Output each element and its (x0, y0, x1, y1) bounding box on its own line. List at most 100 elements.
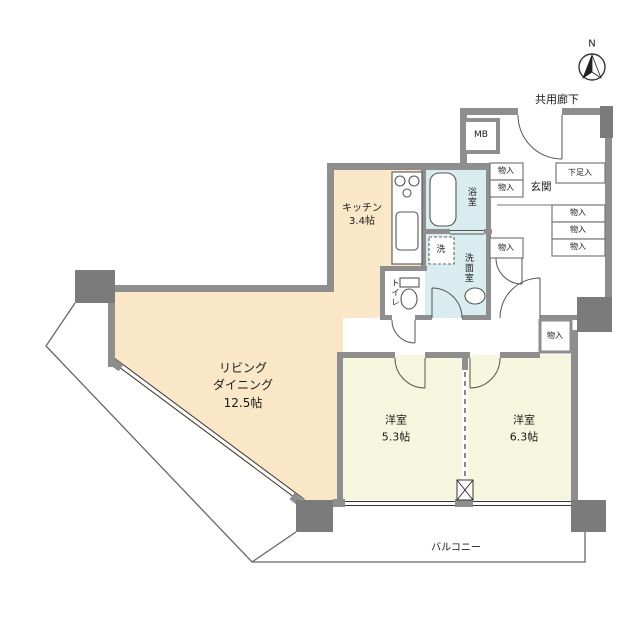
label-storage: 物入 (547, 330, 563, 340)
wall (460, 108, 518, 115)
wall (415, 315, 432, 320)
pillar (571, 500, 606, 532)
wall-stub (455, 499, 473, 507)
wall (380, 266, 385, 320)
label-storage: 物入 (570, 241, 586, 251)
wall (108, 285, 334, 292)
wall (380, 266, 427, 271)
pillar (577, 297, 612, 332)
label-storage: 物入 (498, 182, 514, 192)
label-bedroom-small-name: 洋室 (385, 413, 407, 427)
wall (540, 315, 578, 320)
label-toilet: トイレ (389, 278, 400, 308)
wall (337, 352, 343, 500)
label-meter-box: MB (474, 130, 488, 141)
wall (605, 108, 612, 300)
pillar (75, 270, 115, 303)
fixtures (391, 171, 486, 310)
hall-door-swing (499, 277, 541, 319)
bedroom-small-door-swing (394, 357, 426, 389)
storage-box (489, 179, 524, 198)
wall (108, 285, 115, 367)
window-bottom-bg (333, 500, 571, 507)
pillar (296, 500, 333, 532)
label-storage: 物入 (498, 165, 514, 175)
toilet-tank (399, 277, 420, 288)
wall (571, 330, 578, 502)
wall (425, 352, 470, 358)
window-diagonal-bg (110, 356, 305, 504)
toilet-door-swing (391, 319, 416, 344)
label-living-line2: ダイニング (212, 378, 274, 393)
kitchen-sink (395, 211, 419, 251)
label-storage: 物入 (570, 207, 586, 217)
balcony-divider (251, 531, 297, 563)
bedroom-partition (456, 372, 474, 501)
label-storage: 物入 (498, 242, 514, 252)
window-diagonal-line (113, 357, 305, 500)
pillar (600, 106, 613, 138)
room-bedroom-small-fill (343, 355, 462, 502)
compass-needle-light (591, 54, 602, 80)
label-living-dining: リビング ダイニング 12.5帖 (213, 360, 273, 412)
label-bedroom-large-name: 洋室 (513, 413, 535, 427)
label-common-corridor: 共用廊下 (535, 92, 579, 106)
washing-machine (428, 236, 455, 265)
stove-burner (408, 175, 420, 187)
label-entrance: 玄関 (530, 181, 552, 194)
stove-burner (402, 188, 412, 198)
wall (462, 358, 468, 370)
toilet-bowl (400, 288, 418, 310)
label-balcony: バルコニー (431, 542, 481, 554)
wash-basin (464, 287, 486, 305)
storage-boxes (462, 118, 606, 354)
wall-stub (107, 356, 124, 372)
partition-post-hatch (456, 479, 474, 501)
label-bedroom-small-size: 5.3帖 (381, 430, 411, 443)
wall (337, 352, 395, 358)
entrance-door-swing (517, 114, 563, 160)
wall (562, 108, 612, 115)
label-north: N (588, 38, 596, 50)
label-bedroom-large-size: 6.3帖 (509, 430, 539, 443)
label-bedroom-small: 洋室 5.3帖 (382, 413, 411, 446)
label-kitchen-size: 3.4帖 (349, 216, 375, 227)
wall (421, 166, 426, 270)
wall (380, 315, 392, 320)
shoe-storage-box (555, 162, 606, 184)
wall (425, 229, 450, 234)
doors (391, 114, 605, 389)
label-kitchen: キッチン 3.4帖 (342, 202, 382, 228)
label-living-line1: リビング (218, 360, 268, 375)
washroom-door-swing (431, 287, 463, 319)
storage-box (551, 238, 606, 257)
pillars (75, 106, 613, 532)
windows (110, 356, 571, 507)
compass (578, 53, 606, 81)
room-bedroom-large-fill (468, 355, 571, 502)
wall (462, 315, 491, 320)
label-shoe-storage: 下足入 (568, 167, 592, 177)
wall-stub (333, 499, 345, 507)
label-bedroom-large: 洋室 6.3帖 (510, 413, 539, 446)
label-living-size: 12.5帖 (223, 395, 263, 410)
room-living-fill (111, 266, 383, 503)
balcony-outline (45, 302, 586, 563)
meter-box (462, 118, 500, 154)
stove-burner (394, 175, 406, 187)
label-washroom: 洗面室 (462, 253, 473, 283)
wall (327, 163, 334, 292)
wall (486, 163, 491, 320)
label-kitchen-name: キッチン (342, 203, 382, 214)
label-washer: 洗 (436, 245, 446, 256)
label-bath: 浴室 (465, 187, 476, 207)
wall (500, 352, 540, 358)
storage-box (489, 237, 524, 259)
label-storage: 物入 (570, 224, 586, 234)
storage-door-swing (495, 257, 523, 285)
wall (334, 163, 492, 170)
window-diagonal-line (110, 360, 303, 504)
bedroom-large-door-swing (469, 357, 501, 389)
